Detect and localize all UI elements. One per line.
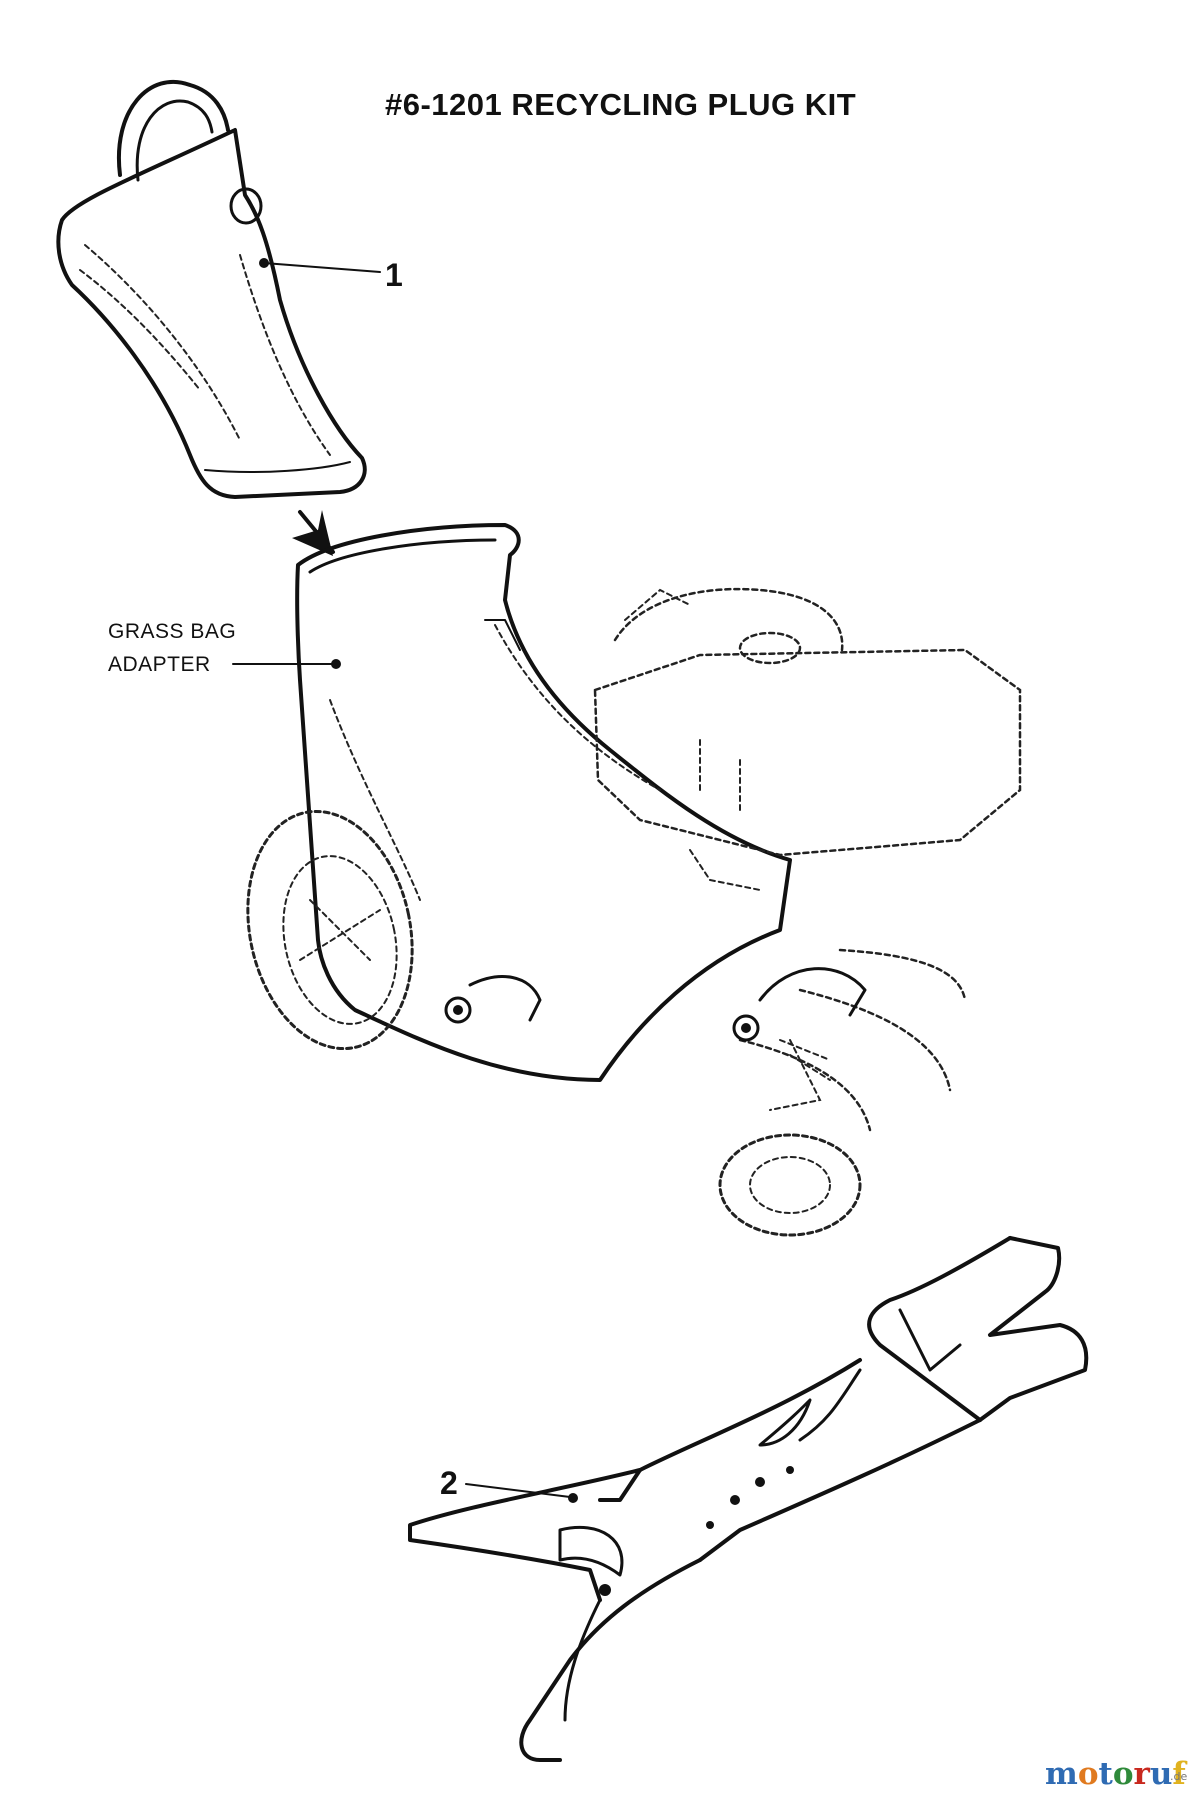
watermark-letter: r bbox=[1134, 1756, 1151, 1792]
install-arrow bbox=[292, 510, 335, 556]
watermark-letter: f bbox=[1172, 1756, 1187, 1792]
callout-2: 2 bbox=[440, 1465, 578, 1503]
watermark-suffix: .de bbox=[1170, 1770, 1187, 1783]
watermark-letter: o bbox=[1113, 1756, 1134, 1792]
recycling-plug-illustration bbox=[56, 79, 367, 499]
watermark-letter: t bbox=[1099, 1756, 1114, 1792]
callout-2-number: 2 bbox=[440, 1465, 458, 1501]
callout-1: 1 bbox=[259, 257, 403, 293]
callout-grass-bag-adapter: GRASS BAG ADAPTER bbox=[108, 620, 341, 676]
mower-blade-illustration bbox=[408, 1236, 1089, 1762]
adapter-label-line1: GRASS BAG bbox=[108, 620, 236, 643]
diagram-title: #6-1201 RECYCLING PLUG KIT bbox=[385, 87, 856, 122]
watermark-text: motoruf bbox=[1045, 1756, 1187, 1792]
watermark-letter: m bbox=[1045, 1756, 1078, 1792]
watermark-letter: u bbox=[1150, 1756, 1173, 1792]
watermark-letter: o bbox=[1078, 1756, 1099, 1792]
adapter-label-line2: ADAPTER bbox=[108, 653, 211, 676]
mower-illustration bbox=[246, 523, 1022, 1237]
watermark-logo: motoruf .de bbox=[1045, 1756, 1187, 1792]
callout-1-number: 1 bbox=[385, 257, 403, 293]
